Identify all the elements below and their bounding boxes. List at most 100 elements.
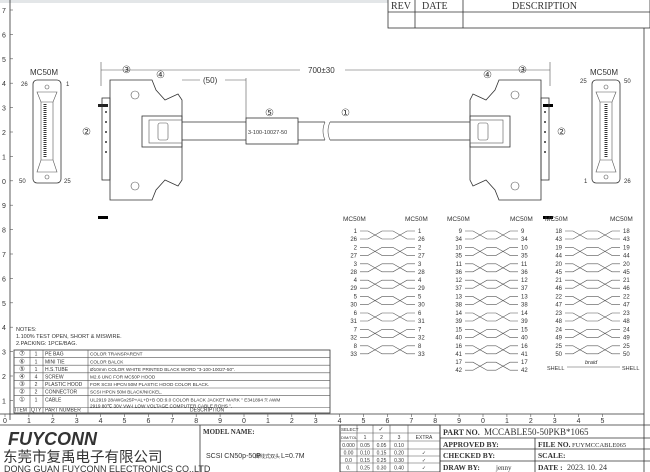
wire bbox=[465, 230, 518, 240]
pin-label: 24 bbox=[623, 327, 630, 333]
wire bbox=[360, 279, 415, 289]
date: 2023. 10. 24 bbox=[567, 463, 607, 472]
wire bbox=[360, 312, 415, 322]
callout-screw-right: ④ bbox=[483, 70, 492, 81]
pin-label: 32 bbox=[350, 335, 357, 341]
wire bbox=[360, 230, 415, 240]
pin-label: 34 bbox=[521, 237, 528, 243]
scale-label: 7 bbox=[170, 418, 174, 425]
bom-description: M2.6 UNC FOR MC50P HOOD bbox=[90, 375, 156, 380]
scale-label: 3 bbox=[553, 418, 557, 425]
cable-length: L=0.7M bbox=[281, 453, 305, 460]
scale-label: 9 bbox=[457, 418, 461, 425]
pin-label: 46 bbox=[555, 286, 562, 292]
bom-item: ⑦ bbox=[19, 350, 25, 358]
wire bbox=[465, 279, 518, 289]
pin-label: 16 bbox=[455, 344, 462, 350]
wire bbox=[360, 296, 415, 305]
selected-column-check: ✓ bbox=[378, 427, 383, 433]
pin-label: 48 bbox=[623, 319, 630, 325]
pinout-header-right: MC50M bbox=[610, 216, 633, 223]
scale-label: 2 bbox=[290, 418, 294, 425]
scale-label: 3 bbox=[2, 350, 6, 357]
pin-label: 43 bbox=[623, 237, 630, 243]
tolerance-col-header: 3 bbox=[398, 435, 401, 441]
bom-header-qty: QTY bbox=[31, 408, 42, 414]
pin-label: 12 bbox=[521, 278, 528, 284]
callout-connector-left: ② bbox=[82, 127, 91, 138]
shell-label-right: SHELL bbox=[622, 366, 639, 372]
wire bbox=[465, 296, 518, 305]
pin-label: 3 bbox=[354, 262, 358, 268]
wire bbox=[565, 329, 620, 338]
pin-label: 6 bbox=[418, 311, 422, 317]
bom-qty: 1 bbox=[35, 352, 38, 358]
wire bbox=[360, 345, 415, 355]
pin-label: 36 bbox=[455, 270, 462, 276]
pin-label: 45 bbox=[623, 270, 630, 276]
pin-label: 30 bbox=[418, 303, 425, 309]
length-dimension: 700±30 bbox=[308, 66, 335, 75]
bom-description: Ø10mm COLOR WHITE PRINTED BLACK WORD "3-… bbox=[90, 367, 235, 372]
pin-label: 49 bbox=[555, 335, 562, 341]
pin-label: 28 bbox=[418, 270, 425, 276]
tolerance-cell: 0.25 bbox=[360, 466, 370, 472]
callout-connector-right: ② bbox=[557, 127, 566, 138]
scale-label: 5 bbox=[601, 418, 605, 425]
pin-label: 22 bbox=[623, 295, 630, 301]
scale-label: 2 bbox=[2, 130, 6, 137]
checked-label: CHECKED BY: bbox=[443, 451, 495, 460]
bom-header-part: PART NUMBER bbox=[45, 408, 81, 414]
scale-label: 4 bbox=[338, 418, 342, 425]
wire bbox=[565, 279, 620, 289]
wire bbox=[565, 312, 620, 322]
bom-part: PLASTIC HOOD bbox=[45, 382, 83, 388]
scale-label: 2 bbox=[51, 418, 55, 425]
svg-text:25: 25 bbox=[64, 179, 71, 185]
title-block: FUYCONN 东莞市复禹电子有限公司 DONG GUAN FUYCONN EL… bbox=[0, 424, 650, 472]
wire bbox=[465, 345, 518, 355]
bom-description: UL2919 28AWGx25P+AL+D+B OD:9.0 COLOR BLA… bbox=[90, 397, 280, 402]
wire bbox=[565, 279, 620, 289]
bom-description: COLOR TRANSPARENT bbox=[90, 352, 143, 357]
pin-label: 41 bbox=[455, 352, 462, 358]
pin-label: 47 bbox=[555, 303, 562, 309]
wire bbox=[565, 345, 620, 355]
company-name-cn: 东莞市复禹电子有限公司 bbox=[3, 448, 163, 466]
pinout-header-left: MC50M bbox=[343, 216, 366, 223]
svg-text:1: 1 bbox=[584, 179, 588, 185]
model-name-cn: 焊线式双头 bbox=[255, 453, 280, 460]
wire bbox=[465, 312, 518, 322]
bom-item: ⑤ bbox=[19, 365, 25, 373]
pin-label: 7 bbox=[418, 327, 422, 333]
scale-label: 5 bbox=[362, 418, 366, 425]
scale-label: 6 bbox=[2, 276, 6, 283]
bom-item: ③ bbox=[19, 380, 25, 388]
bom-qty: 2 bbox=[35, 390, 38, 396]
svg-text:50: 50 bbox=[624, 79, 631, 85]
pin-label: 24 bbox=[555, 327, 562, 333]
pinout-header-left: MC50M bbox=[447, 216, 470, 223]
bom-item: ⑥ bbox=[19, 357, 25, 365]
pin-label: 29 bbox=[350, 286, 357, 292]
pin-label: 5 bbox=[418, 295, 422, 301]
tolerance-cell: 0. bbox=[346, 466, 350, 472]
pin-label: 21 bbox=[555, 278, 562, 284]
pin-label: 32 bbox=[418, 335, 425, 341]
pin-label: 47 bbox=[623, 303, 630, 309]
wire bbox=[360, 312, 415, 322]
pin-label: 9 bbox=[459, 229, 463, 235]
pin-label: 39 bbox=[455, 319, 462, 325]
